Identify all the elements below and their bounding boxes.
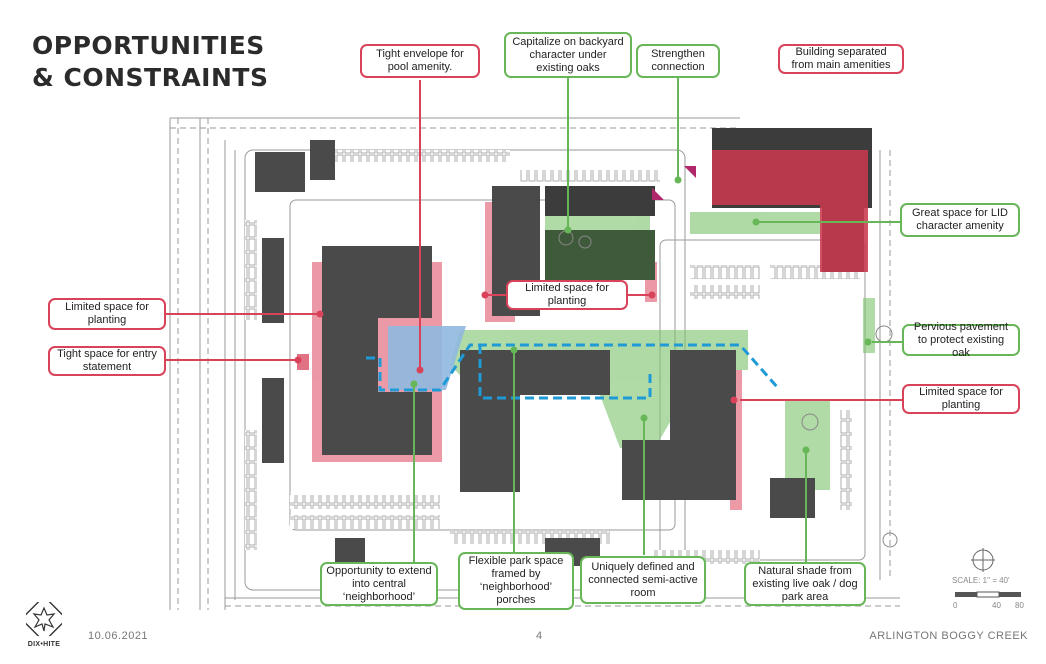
leaf-logo-icon: [20, 595, 68, 643]
pool-area: [388, 326, 466, 390]
scale-bar: SCALE: 1" = 40' 0 40 80: [950, 548, 1030, 618]
callout-limited-planting-left: Limited space for planting: [48, 298, 166, 330]
connection-arrows: [652, 166, 696, 200]
callout-flexible-park: Flexible park space framed by ‘neighborh…: [458, 552, 574, 610]
callout-strengthen-connection: Strengthen connection: [636, 44, 720, 78]
callout-uniquely-defined: Uniquely defined and connected semi-acti…: [580, 556, 706, 604]
connection-path: [366, 343, 780, 400]
title-line-1: OPPORTUNITIES: [32, 31, 265, 60]
callout-capitalize-backyard: Capitalize on backyard character under e…: [504, 32, 632, 78]
page-title: OPPORTUNITIES & CONSTRAINTS: [32, 30, 268, 94]
separated-building: [712, 150, 868, 272]
callout-natural-shade: Natural shade from existing live oak / d…: [744, 562, 866, 606]
callout-limited-planting-right: Limited space for planting: [902, 384, 1020, 414]
scale-tick-0: 0: [953, 601, 958, 610]
callout-pervious-pavement: Pervious pavement to protect existing oa…: [902, 321, 1020, 359]
callout-great-space-lid: Great space for LID character amenity: [900, 203, 1020, 237]
callout-tight-envelope: Tight envelope for pool amenity.: [360, 44, 480, 78]
dix-hite-logo: DIX•HITE: [20, 595, 68, 648]
callout-tight-entry: Tight space for entry statement: [48, 346, 166, 376]
north-arrow-icon: [955, 548, 1021, 598]
footer-project-name: ARLINGTON BOGGY CREEK: [869, 630, 1028, 642]
scale-tick-40: 40: [992, 601, 1001, 610]
tree-symbols: [558, 230, 898, 548]
title-line-2: & CONSTRAINTS: [32, 63, 269, 92]
scale-tick-80: 80: [1015, 601, 1024, 610]
footer-page-number: 4: [536, 630, 543, 642]
logo-text: DIX•HITE: [27, 641, 61, 648]
footer-date: 10.06.2021: [88, 630, 149, 642]
callout-building-separated: Building separated from main amenities: [778, 44, 904, 74]
leader-dots: [294, 176, 872, 454]
callout-limited-planting-center: Limited space for planting: [506, 280, 628, 310]
scale-label: SCALE: 1" = 40': [952, 576, 1010, 585]
road-lines: [169, 117, 900, 610]
parking-rows: [245, 150, 860, 564]
leader-lines: [165, 77, 902, 562]
callout-opportunity-extend: Opportunity to extend into central ‘neig…: [320, 562, 438, 606]
